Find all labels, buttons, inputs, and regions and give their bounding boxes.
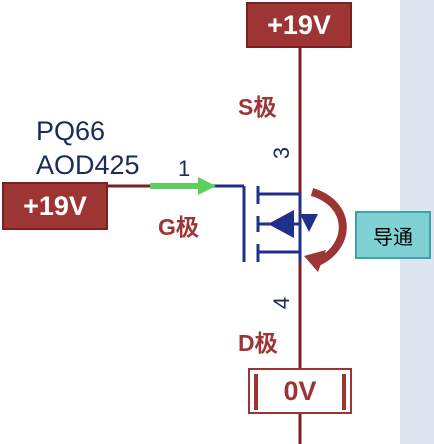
part-ref: PQ66 xyxy=(36,116,106,146)
source-supply-label: +19V xyxy=(267,9,331,40)
drain-load-label: 0V xyxy=(283,375,317,406)
body-diode xyxy=(300,214,318,232)
current-flow-arrow xyxy=(304,188,347,272)
drain-pin-number: 4 xyxy=(269,296,295,310)
drain-load-box: 0V xyxy=(248,368,352,414)
conduction-callout-text: 导通 xyxy=(373,226,413,249)
gate-supply-label: +19V xyxy=(23,190,87,221)
source-pin-number: 3 xyxy=(269,146,295,160)
gate-supply-box: +19V xyxy=(2,182,108,230)
drain-pin-label: D极 xyxy=(238,330,278,356)
source-pin-label: S极 xyxy=(238,94,277,120)
pmos-arrow xyxy=(268,210,294,238)
gate-pin-label: G极 xyxy=(158,214,199,240)
pmos-symbol xyxy=(242,186,302,262)
conduction-callout: 导通 xyxy=(355,211,431,259)
gate-drive-arrow xyxy=(150,177,216,195)
source-supply-box: +19V xyxy=(246,2,352,48)
gate-pin-number: 1 xyxy=(178,156,191,181)
part-number: AOD425 xyxy=(36,150,140,180)
